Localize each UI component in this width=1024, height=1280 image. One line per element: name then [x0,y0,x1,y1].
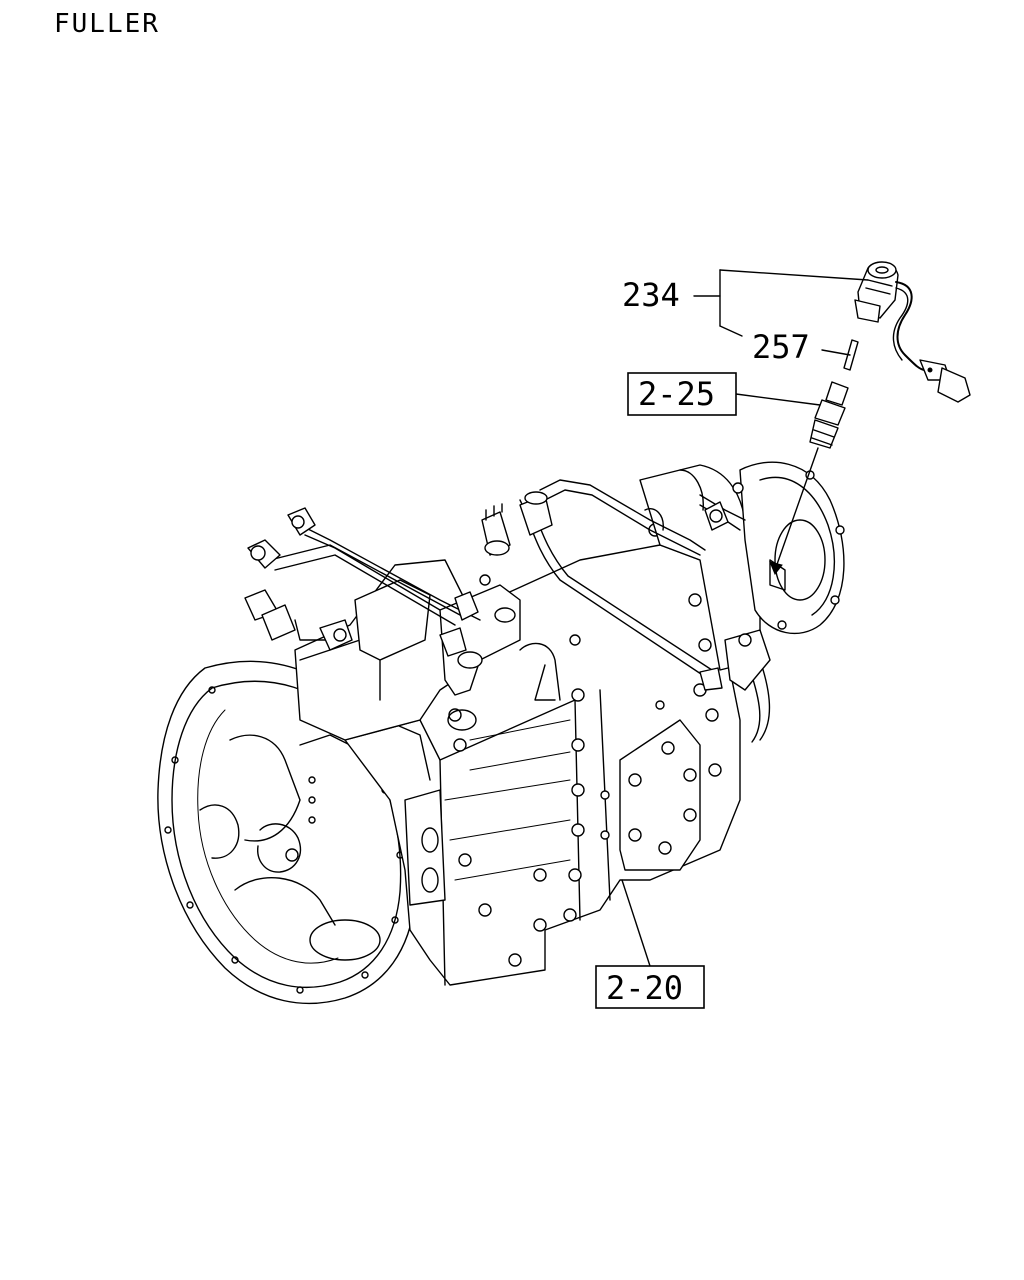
callout-234: 234 [622,276,680,314]
leader-lines [621,269,869,967]
callout-2-20[interactable]: 2-20 [595,965,705,1009]
rear-housing [639,461,845,671]
callout-2-25[interactable]: 2-25 [627,372,737,416]
fittings [244,491,771,691]
callout-257: 257 [752,328,810,366]
o-ring-257 [843,339,859,371]
callout-2-25-label: 2-25 [638,375,715,413]
sensor-adapter [809,381,849,449]
main-case [344,523,741,986]
callout-234-label: 234 [622,276,680,314]
callout-2-20-box [595,965,705,1009]
transmission-assembly [157,461,845,1005]
page-title: FULLER [54,9,160,39]
callout-2-25-box [627,372,737,416]
callout-257-label: 257 [752,328,810,366]
case-bolts [448,523,722,967]
callout-2-20-label: 2-20 [606,969,683,1007]
speed-sensor-234 [854,261,971,403]
